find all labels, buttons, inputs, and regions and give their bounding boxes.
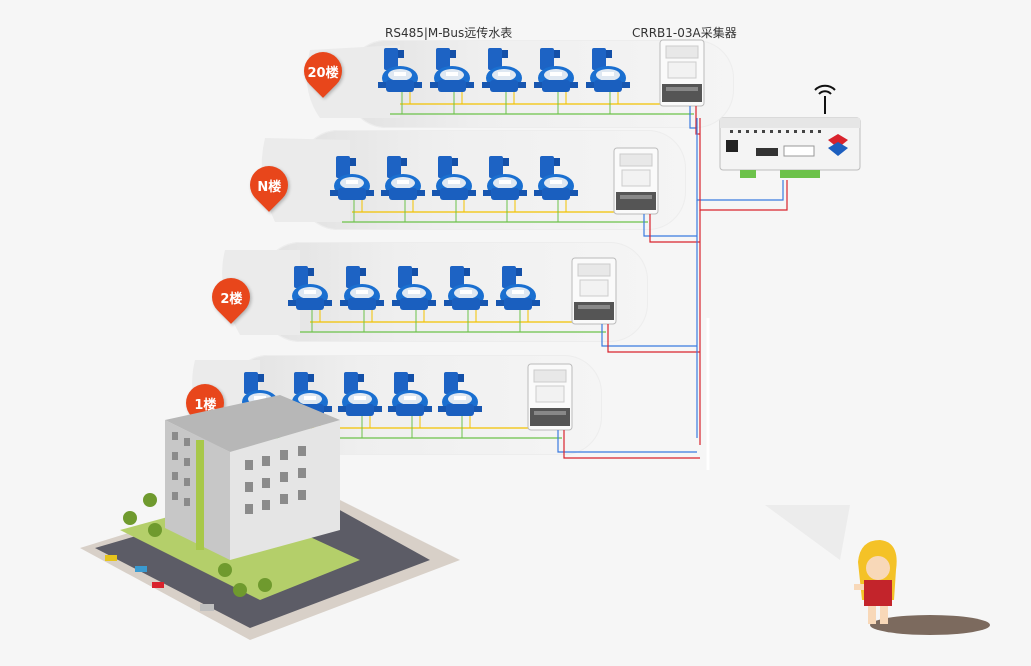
water-meter-icon	[338, 372, 382, 416]
bus-wire-blue	[696, 118, 784, 201]
floor-group	[330, 147, 700, 243]
water-meter-icon	[381, 156, 425, 200]
water-meter-icon	[534, 156, 578, 200]
collector-icon	[613, 147, 659, 215]
meter-type-label: RS485|M-Bus远传水表	[385, 26, 513, 40]
floor-group	[288, 257, 700, 353]
water-meter-icon	[378, 48, 422, 92]
water-meter-icon	[586, 48, 630, 92]
antenna-icon	[814, 84, 836, 114]
water-meter-icon	[430, 48, 474, 92]
water-meter-icon	[392, 266, 436, 310]
water-meter-icon	[340, 266, 384, 310]
collector-icon	[659, 39, 705, 107]
collector-icon	[571, 257, 617, 325]
person-icon	[854, 540, 990, 635]
concentrator-icon	[719, 117, 861, 178]
bus-wire-red	[699, 118, 788, 211]
water-meter-icon	[432, 156, 476, 200]
water-meter-icon	[496, 266, 540, 310]
water-meter-icon	[483, 156, 527, 200]
water-meter-icon	[438, 372, 482, 416]
collector-type-label: CRRB1-03A采集器	[632, 26, 737, 40]
water-meter-icon	[482, 48, 526, 92]
collector-icon	[527, 363, 573, 431]
water-meter-icon	[288, 266, 332, 310]
water-meter-icon	[444, 266, 488, 310]
floor-group	[378, 39, 705, 135]
water-meter-icon	[388, 372, 432, 416]
water-meter-icon	[330, 156, 374, 200]
water-meter-icon	[534, 48, 578, 92]
building-icon	[80, 395, 460, 640]
